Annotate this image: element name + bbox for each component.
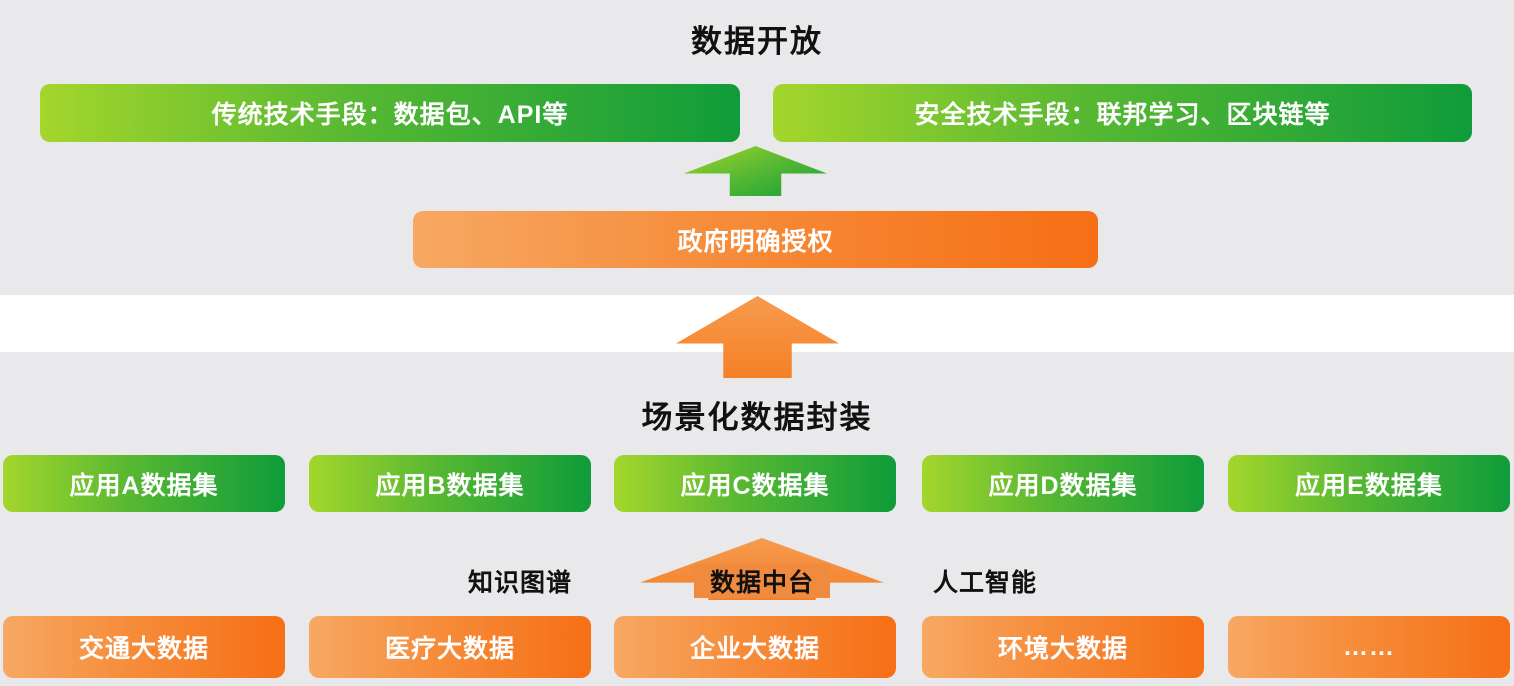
source-box-environment: 环境大数据 <box>922 616 1204 678</box>
dataset-box-d: 应用D数据集 <box>922 455 1204 512</box>
source-box-medical: 医疗大数据 <box>309 616 591 678</box>
government-authorization-box: 政府明确授权 <box>413 211 1098 268</box>
artificial-intelligence-label: 人工智能 <box>932 569 1037 597</box>
source-box-enterprise: 企业大数据 <box>614 616 896 678</box>
top-section-title: 数据开放 <box>691 24 823 59</box>
source-box-traffic: 交通大数据 <box>3 616 285 678</box>
dataset-box-b: 应用B数据集 <box>309 455 591 512</box>
secure-methods-box: 安全技术手段：联邦学习、区块链等 <box>773 84 1472 142</box>
dataset-box-a: 应用A数据集 <box>3 455 285 512</box>
data-middle-platform-label: 数据中台 <box>694 564 830 598</box>
knowledge-graph-label: 知识图谱 <box>467 569 572 597</box>
traditional-methods-box: 传统技术手段：数据包、API等 <box>40 84 740 142</box>
dataset-box-e: 应用E数据集 <box>1228 455 1510 512</box>
bottom-section-title: 场景化数据封装 <box>641 400 873 435</box>
source-box-ellipsis: …… <box>1228 616 1510 678</box>
dataset-box-c: 应用C数据集 <box>614 455 896 512</box>
